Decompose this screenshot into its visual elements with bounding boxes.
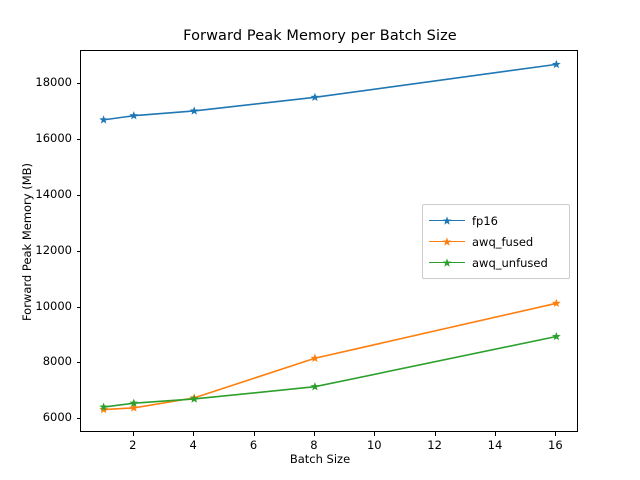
data-point-marker-awq_unfused	[551, 331, 561, 341]
x-tick-label: 6	[249, 438, 258, 452]
data-point-marker-awq_fused	[129, 403, 139, 412]
data-point-marker-awq_unfused	[99, 402, 109, 411]
legend-star-icon	[442, 257, 452, 267]
x-tick-label: 14	[487, 438, 503, 452]
data-point-marker-awq_fused	[310, 353, 320, 362]
x-axis-label: Batch Size	[289, 452, 351, 466]
x-tick-mark	[253, 432, 255, 436]
y-tick-mark	[76, 83, 80, 85]
x-tick-label: 8	[310, 438, 318, 452]
y-axis-label: Forward Peak Memory (MB)	[20, 162, 34, 322]
legend-label: awq_fused	[472, 234, 534, 249]
plot-area	[80, 50, 578, 432]
y-tick-label: 8000	[42, 354, 72, 369]
x-tick-mark	[374, 432, 376, 436]
data-point-marker-fp16	[99, 115, 109, 124]
x-tick-label: 16	[548, 438, 563, 452]
x-tick-mark	[434, 432, 436, 436]
y-tick-mark	[76, 418, 80, 420]
legend-item-awq_unfused[interactable]: awq_unfused	[429, 252, 563, 273]
x-tick-mark	[495, 432, 496, 436]
series-line-fp16	[103, 63, 557, 121]
legend-item-fp16[interactable]: fp16	[429, 210, 563, 231]
data-point-marker-fp16	[129, 111, 139, 120]
x-tick-label: 2	[129, 438, 137, 452]
data-point-marker-awq_fused	[551, 298, 561, 308]
legend-swatch-awq_unfused	[429, 256, 465, 270]
y-tick-label: 14000	[35, 186, 72, 201]
data-point-marker-awq_unfused	[189, 394, 199, 403]
series-line-awq_unfused	[103, 335, 557, 408]
x-tick-label: 10	[366, 438, 382, 452]
data-point-marker-fp16	[310, 92, 320, 102]
legend-label: awq_unfused	[472, 255, 548, 270]
series-line-awq_fused	[103, 302, 557, 411]
legend-label: fp16	[472, 213, 498, 228]
y-tick-label: 10000	[35, 298, 72, 313]
y-tick-label: 18000	[35, 75, 72, 90]
y-tick-mark	[76, 306, 80, 308]
y-tick-mark	[76, 194, 80, 196]
y-tick-label: 12000	[35, 242, 72, 257]
y-tick-mark	[76, 139, 80, 141]
y-tick-mark	[76, 250, 80, 252]
data-point-marker-fp16	[551, 59, 561, 69]
y-tick-label: 16000	[35, 131, 72, 146]
x-tick-mark	[313, 432, 315, 436]
plot-inner	[81, 51, 577, 431]
chart-title: Forward Peak Memory per Batch Size	[183, 28, 457, 44]
legend: fp16 awq_fused awq_unfused	[422, 204, 570, 279]
legend-swatch-fp16	[429, 214, 465, 228]
legend-star-icon	[442, 215, 452, 225]
data-series-svg	[99, 59, 561, 414]
y-tick-mark	[76, 362, 80, 364]
y-tick-label: 6000	[42, 410, 72, 425]
legend-item-awq_fused[interactable]: awq_fused	[429, 231, 563, 252]
data-point-marker-awq_fused	[99, 404, 109, 414]
data-point-marker-awq_unfused	[129, 398, 139, 407]
data-point-marker-awq_unfused	[310, 382, 320, 391]
data-point-marker-fp16	[189, 106, 199, 115]
x-tick-label: 12	[427, 438, 442, 452]
x-tick-mark	[132, 432, 134, 436]
x-tick-label: 4	[189, 438, 197, 452]
x-tick-mark	[555, 432, 557, 436]
legend-swatch-awq_fused	[429, 235, 465, 249]
legend-star-icon	[442, 236, 452, 246]
x-tick-mark	[193, 432, 195, 436]
